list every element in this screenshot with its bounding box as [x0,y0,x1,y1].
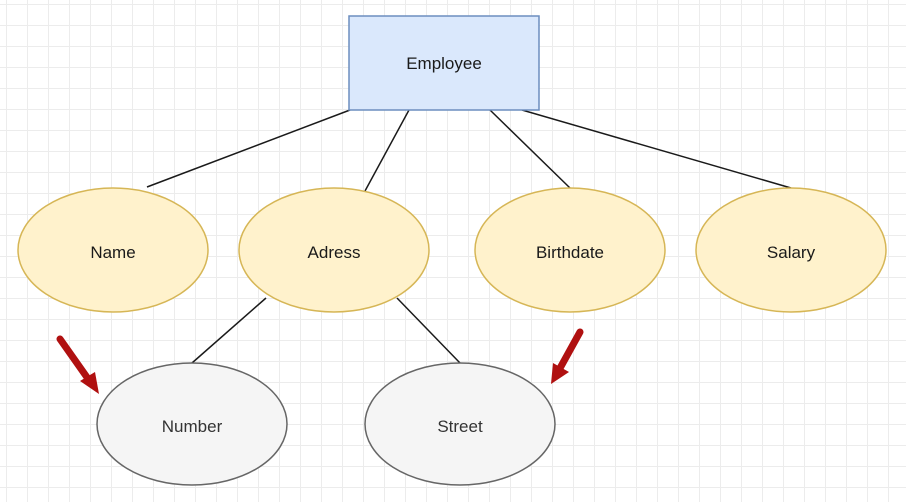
annotation-arrow-left [56,335,99,394]
connector-employee-name [146,109,351,188]
attribute-birthdate[interactable]: Birthdate [474,187,666,313]
attribute-ellipse [474,187,666,313]
sub-attribute-label: Number [162,417,223,436]
sub-attribute-street[interactable]: Street [364,362,556,486]
sub-attribute-label: Street [437,417,483,436]
attribute-label: Birthdate [536,243,604,262]
attribute-ellipse [238,187,430,313]
sub-attribute-ellipse [364,362,556,486]
entity-label: Employee [406,54,482,73]
sub-attribute-number[interactable]: Number [96,362,288,486]
attribute-address[interactable]: Adress [238,187,430,313]
attribute-ellipse [17,187,209,313]
attribute-label: Salary [767,243,816,262]
connector-address-number [191,297,267,364]
connector-employee-address [364,109,410,192]
connector-address-street [396,297,461,364]
sub-attribute-ellipse [96,362,288,486]
attribute-ellipse [695,187,887,313]
attribute-salary[interactable]: Salary [695,187,887,313]
connector-employee-birthdate [489,109,571,189]
attribute-name[interactable]: Name [17,187,209,313]
attribute-label: Name [90,243,135,262]
annotation-arrow-right [551,328,584,384]
connectors [146,109,792,364]
entity-box [348,15,540,111]
attribute-label: Adress [308,243,361,262]
entity-employee[interactable]: Employee [348,15,540,111]
connector-employee-salary [521,109,792,189]
